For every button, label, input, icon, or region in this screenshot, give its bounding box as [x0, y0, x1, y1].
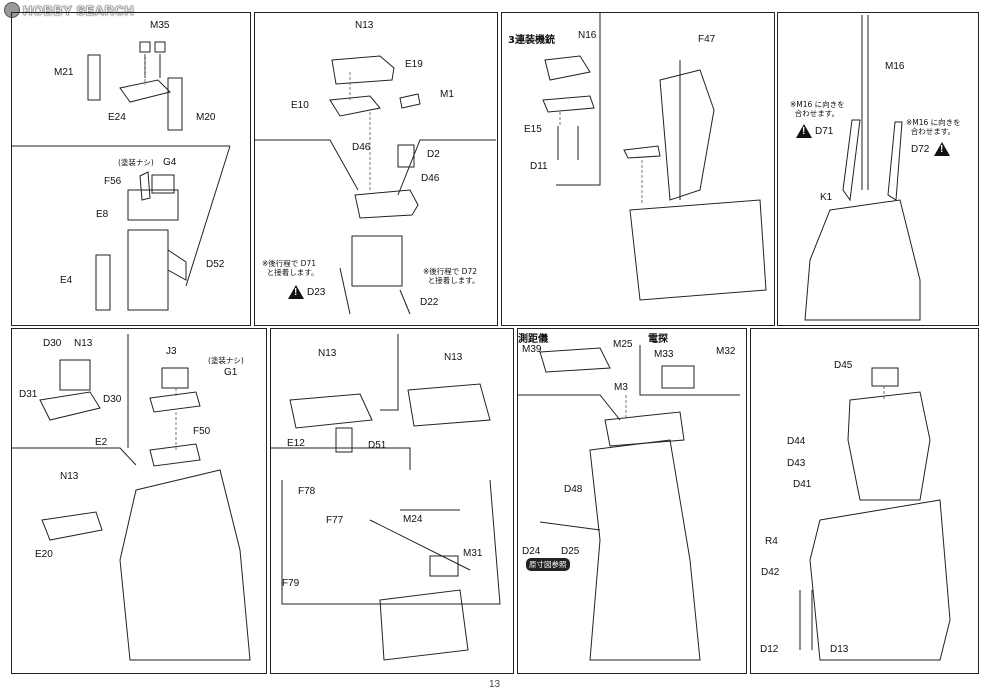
- part-label: F77: [326, 515, 344, 526]
- part-label: K1: [820, 192, 833, 203]
- part-label: D71: [815, 126, 834, 137]
- part-label: F79: [282, 578, 300, 589]
- part-label: N13: [444, 352, 463, 363]
- part-label: M20: [196, 112, 216, 123]
- note-m16-left: ※M16 に向きを 合わせます。: [790, 100, 845, 118]
- part-label: D48: [564, 484, 583, 495]
- part-label: E15: [524, 124, 542, 135]
- panel-top-middle: [254, 12, 498, 326]
- part-label: D13: [830, 644, 849, 655]
- part-label: D2: [427, 149, 440, 160]
- warning-icon: [288, 285, 304, 299]
- hobbysearch-logo-icon: [4, 2, 20, 18]
- part-label: D41: [793, 479, 812, 490]
- part-label: D30: [103, 394, 122, 405]
- part-label: D44: [787, 436, 806, 447]
- part-label: N13: [355, 20, 374, 31]
- part-label: D42: [761, 567, 780, 578]
- part-label: N16: [578, 30, 597, 41]
- part-label: E19: [405, 59, 423, 70]
- note-m16-right: ※M16 に向きを 合わせます。: [906, 118, 961, 136]
- part-label: M35: [150, 20, 170, 31]
- part-label: D72: [911, 144, 930, 155]
- part-label: D46: [352, 142, 371, 153]
- part-label: D24: [522, 546, 541, 557]
- part-label: G1: [224, 367, 238, 378]
- part-label: E24: [108, 112, 126, 123]
- panel-top-right-a: [501, 12, 775, 326]
- part-label: M3: [614, 382, 628, 393]
- part-label: G4: [163, 157, 177, 168]
- part-label: D11: [530, 161, 548, 172]
- part-label: E20: [35, 549, 53, 560]
- panel-bottom-left: [11, 328, 267, 674]
- part-label: F50: [193, 426, 211, 437]
- part-label: D51: [368, 440, 387, 451]
- part-label: D45: [834, 360, 853, 371]
- watermark-text: HOBBY SEARCH: [23, 2, 135, 18]
- note-d71: ※後行程で D71 と接着します。: [262, 259, 319, 277]
- panel-bottom-right-a: [517, 328, 747, 674]
- part-label: M21: [54, 67, 74, 78]
- part-label: M31: [463, 548, 483, 559]
- part-label: D25: [561, 546, 580, 557]
- heading-triple-mg: 3連装機銃: [508, 35, 555, 46]
- part-label: F56: [104, 176, 122, 187]
- part-label: M1: [440, 89, 454, 100]
- watermark: HOBBY SEARCH: [4, 2, 134, 18]
- part-label: E8: [96, 209, 109, 220]
- part-label: D23: [307, 287, 326, 298]
- panel-top-left: [11, 12, 251, 326]
- panel-bottom-middle: [270, 328, 514, 674]
- part-label: M32: [716, 346, 736, 357]
- part-label: D52: [206, 259, 225, 270]
- part-label: F78: [298, 486, 316, 497]
- note-unpainted: (塗装ナシ): [208, 356, 244, 365]
- heading-radar: 電探: [648, 334, 668, 345]
- badge-see-actual-size: 原寸図参照: [526, 558, 570, 571]
- part-label: N13: [74, 338, 93, 349]
- part-label: J3: [166, 346, 177, 357]
- heading-rangefinder: 測距儀: [518, 334, 548, 345]
- part-label: E10: [291, 100, 309, 111]
- part-label: M39: [522, 344, 542, 355]
- panel-top-right-b: [777, 12, 979, 326]
- note-d72: ※後行程で D72 と接着します。: [423, 267, 480, 285]
- part-label: M33: [654, 349, 674, 360]
- part-label: N13: [318, 348, 337, 359]
- part-label: D43: [787, 458, 806, 469]
- page-number: 13: [489, 679, 501, 690]
- part-label: E12: [287, 438, 305, 449]
- part-label: M25: [613, 339, 633, 350]
- part-label: D46: [421, 173, 440, 184]
- part-label: R4: [765, 536, 778, 547]
- warning-icon: [934, 142, 950, 156]
- panel-bottom-right-b: [750, 328, 979, 674]
- warning-icon: [796, 124, 812, 138]
- part-label: E4: [60, 275, 73, 286]
- part-label: N13: [60, 471, 79, 482]
- part-label: D12: [760, 644, 779, 655]
- part-label: M24: [403, 514, 423, 525]
- part-label: D31: [19, 389, 38, 400]
- part-label: D30: [43, 338, 62, 349]
- part-label: F47: [698, 34, 716, 45]
- part-label: M16: [885, 61, 905, 72]
- note-unpainted: (塗装ナシ): [118, 158, 154, 167]
- part-label: D22: [420, 297, 439, 308]
- part-label: E2: [95, 437, 108, 448]
